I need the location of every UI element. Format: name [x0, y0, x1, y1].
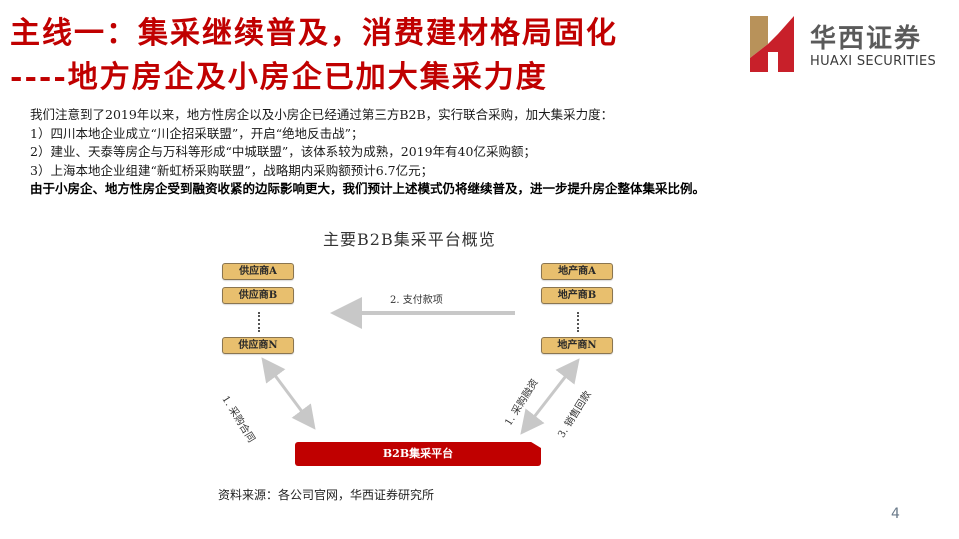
- developer-node-n: 地产商N: [541, 337, 613, 354]
- b2b-platform-box: B2B集采平台: [295, 442, 541, 466]
- supplier-node-b: 供应商B: [222, 287, 294, 304]
- developer-node-b: 地产商B: [541, 287, 613, 304]
- diagram-title: 主要B2B集采平台概览: [323, 230, 496, 249]
- slide-title-line2: ----地方房企及小房企已加大集采力度: [10, 60, 548, 95]
- repayment-label: 3. 销售回款: [556, 389, 594, 440]
- logo-chinese-name: 华西证券: [810, 24, 923, 54]
- body-line-3: 3）上海本地企业组建“新虹桥采购联盟”，战略期内采购额预计6.7亿元；: [30, 162, 434, 178]
- body-line-intro: 我们注意到了2019年以来，地方性房企以及小房企已经通过第三方B2B，实行联合采…: [30, 107, 614, 122]
- source-note: 资料来源：各公司官网，华西证券研究所: [218, 488, 435, 502]
- body-line-1: 1）四川本地企业成立“川企招采联盟”，开启“绝地反击战”；: [30, 125, 364, 141]
- page-number: 4: [891, 506, 900, 522]
- supplier-node-n: 供应商N: [222, 337, 294, 354]
- contract-label: 1. 采购合同: [219, 394, 257, 445]
- body-text: 我们注意到了2019年以来，地方性房企以及小房企已经通过第三方B2B，实行联合采…: [30, 106, 705, 199]
- payment-label: 2. 支付款项: [390, 295, 443, 306]
- huaxi-h-logo-icon: [750, 16, 794, 72]
- huaxi-logo: 华西证券 HUAXI SECURITIES: [748, 12, 948, 72]
- supplier-node-a: 供应商A: [222, 263, 294, 280]
- contract-double-arrow: [261, 357, 316, 430]
- financing-label: 1. 采购融资: [503, 377, 541, 428]
- slide-title-line1: 主线一：集采继续普及，消费建材格局固化: [10, 16, 618, 51]
- body-conclusion: 由于小房企、地方性房企受到融资收紧的边际影响更大，我们预计上述模式仍将继续普及，…: [30, 181, 706, 196]
- logo-english-name: HUAXI SECURITIES: [810, 54, 937, 69]
- supplier-ellipsis: [258, 312, 260, 332]
- developer-node-a: 地产商A: [541, 263, 613, 280]
- body-line-2: 2）建业、天泰等房企与万科等形成“中城联盟”，该体系较为成熟，2019年有40亿…: [30, 144, 536, 159]
- developer-ellipsis: [577, 312, 579, 332]
